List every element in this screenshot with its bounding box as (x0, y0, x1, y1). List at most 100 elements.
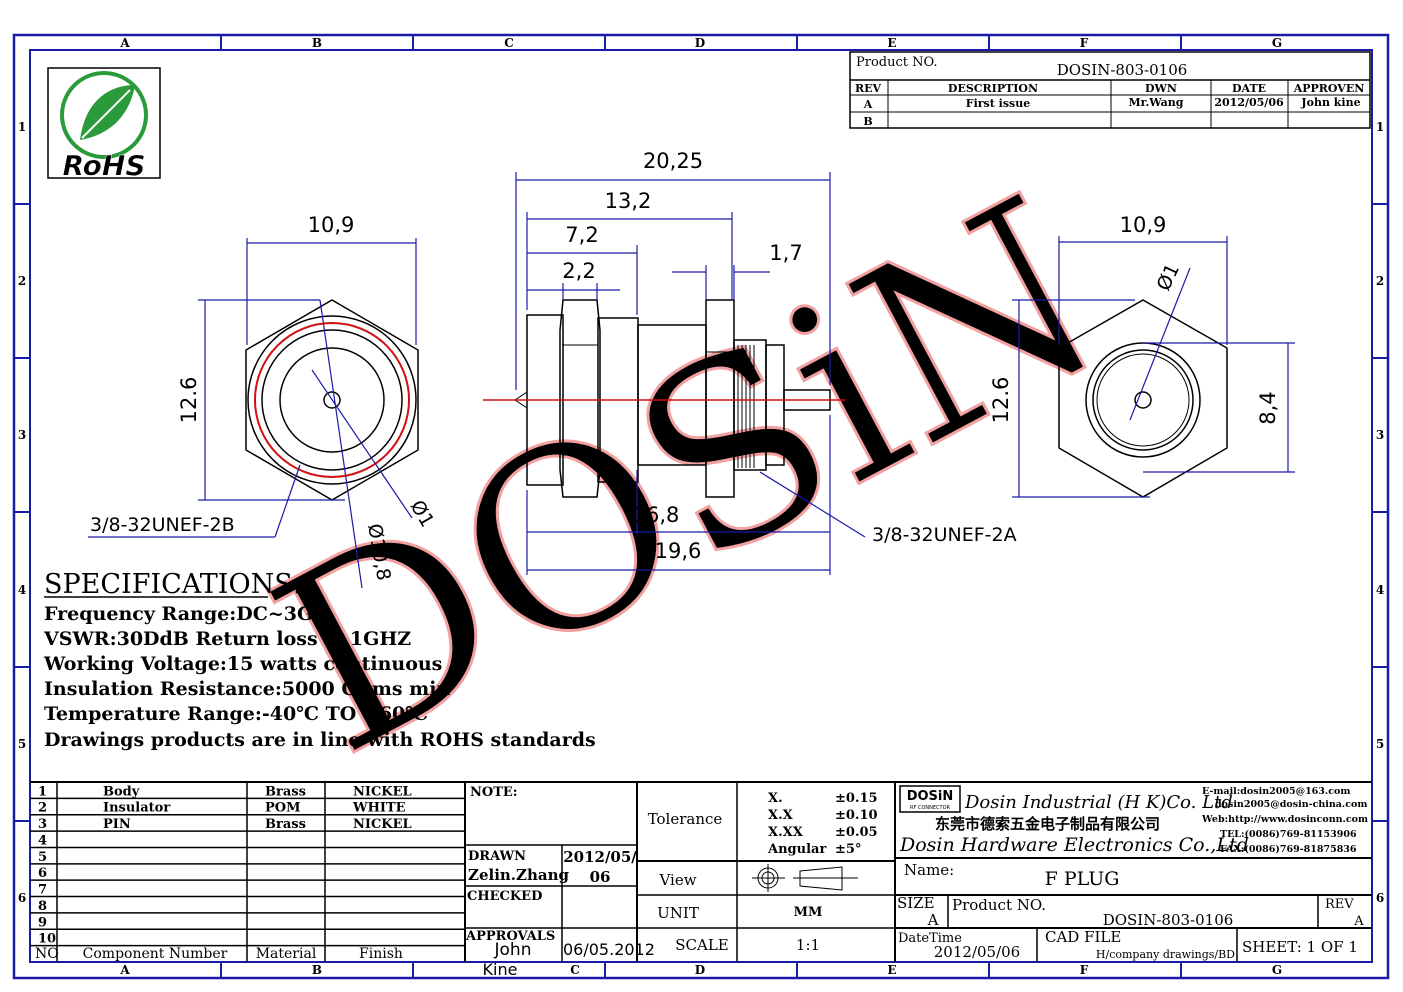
row-number: 2 (38, 801, 47, 816)
company-tel: TEL:(0086)769-81153906 (1220, 829, 1357, 840)
col-label: G (1272, 963, 1282, 977)
dim-side-16-8: 16,8 (633, 503, 680, 527)
row-number: 8 (38, 899, 47, 914)
component-name: Body (103, 784, 140, 799)
dosin-badge-text: DOSiN (907, 789, 954, 804)
dim-side-13: 13,2 (605, 189, 652, 213)
dim-side-7: 7,2 (565, 223, 598, 247)
note-label: NOTE: (470, 785, 518, 800)
scale-label: SCALE (675, 936, 729, 954)
product-no-label: Product NO. (856, 55, 938, 70)
unit-label: UNIT (657, 904, 699, 922)
drawing-frame: A B C D E F G A B C D E F G 1 2 3 4 5 6 … (12, 33, 1390, 980)
part-name: F PLUG (1045, 868, 1120, 890)
drawn-date: 06 (590, 868, 611, 886)
material: Brass (265, 784, 306, 799)
tolerance-type: X. (768, 791, 783, 806)
row-label: 6 (1376, 891, 1384, 905)
unit-value: MM (794, 905, 823, 920)
col-label: G (1272, 36, 1282, 50)
approved-date: 06/05.2012 (563, 940, 655, 959)
size-label: SIZE (897, 894, 935, 912)
rev-label: REV (1325, 897, 1354, 912)
sheet-info: SHEET: 1 OF 1 (1242, 938, 1358, 956)
front-thread-label: 3/8-32UNEF-2B (90, 514, 235, 536)
col-label: E (887, 963, 896, 977)
rev-cell: A (863, 98, 873, 111)
spec-block: Tolerance View UNIT SCALE MM 1:1 X. ±0.1… (637, 782, 896, 962)
col-label: F (1080, 36, 1089, 50)
dwn-header: DWN (1145, 82, 1177, 95)
tolerance-type: X.XX (768, 825, 804, 840)
col-label: E (887, 36, 896, 50)
side-view: 20,25 13,2 7,2 2,2 1,7 16,8 19,6 3/8-32U… (483, 149, 1017, 575)
row-label: 3 (18, 428, 26, 442)
parts-table-header: NO (35, 946, 59, 962)
dim-back-height: 12.6 (989, 377, 1013, 424)
scale-value: 1:1 (796, 936, 820, 954)
tolerance-type: X.X (768, 808, 794, 823)
date-header: DATE (1232, 82, 1266, 95)
dim-back-inner: 8,4 (1256, 391, 1280, 424)
row-number: 4 (38, 833, 47, 848)
dim-side-1-7: 1,7 (769, 241, 802, 265)
material: Brass (265, 817, 306, 832)
description-cell: First issue (966, 97, 1030, 110)
dim-back-width: 10,9 (1120, 213, 1167, 237)
revision-block: Product NO. DOSIN-803-0106 REV DESCRIPTI… (849, 51, 1371, 129)
company-name-cn: 东莞市德索五金电子制品有限公司 (935, 815, 1160, 833)
spec-line: Temperature Range:-40℃ TO +60℃ (44, 703, 428, 725)
dosin-badge (899, 785, 961, 813)
approvals-label: APPROVALS (465, 929, 555, 944)
col-label: C (504, 36, 514, 50)
col-label: D (695, 36, 705, 50)
product-no: DOSIN-803-0106 (1057, 61, 1188, 79)
col-label: B (312, 963, 322, 977)
row-label: 5 (1376, 737, 1384, 751)
component-name: Insulator (103, 801, 170, 816)
approven-header: APPROVEN (1293, 82, 1365, 95)
tolerance-label: Tolerance (648, 810, 723, 828)
company-fax: FAX:(0086)769-81875836 (1220, 844, 1357, 855)
spec-line: VSWR:30DdB Return loss @ 1GHZ (43, 628, 411, 650)
dosin-badge-sub: RF CONNECTOR (910, 805, 950, 811)
cad-file-label: CAD FILE (1045, 928, 1121, 946)
company-name-hardware: Dosin Hardware Electronics Co.,Ltd (899, 834, 1249, 856)
rohs-logo: RoHS (47, 67, 161, 182)
dim-side-total: 20,25 (643, 149, 703, 173)
rev-value: A (1353, 914, 1364, 929)
drawn-date: 2012/05/ (563, 848, 637, 866)
dim-side-2: 2,2 (562, 259, 595, 283)
finish: NICKEL (353, 817, 412, 832)
projection-view-icon (752, 864, 858, 892)
tolerance-value: ±0.05 (835, 825, 878, 840)
notes-block: NOTE: DRAWN Zelin.Zhang 2012/05/ 06 CHEC… (465, 782, 655, 979)
component-name: PIN (103, 817, 131, 832)
rohs-text: RoHS (62, 149, 145, 182)
description-header: DESCRIPTION (948, 82, 1038, 95)
cad-file-path: H/company drawings/BD (1096, 948, 1235, 961)
material: POM (265, 801, 301, 816)
specifications: SPECIFICATIONS: Frequency Range:DC~3G VS… (43, 569, 596, 751)
rev-header: REV (855, 82, 882, 95)
company-web: Web:http://www.dosinconn.com (1201, 814, 1368, 825)
name-label: Name: (904, 861, 954, 879)
finish: WHITE (352, 801, 406, 816)
company-email: dosin2005@dosin-china.com (1215, 799, 1367, 810)
side-thread-label: 3/8-32UNEF-2A (872, 524, 1017, 546)
approved-by: John (494, 940, 532, 960)
row-number: 7 (38, 883, 47, 898)
row-number: 1 (38, 784, 47, 799)
row-label: 6 (18, 891, 26, 905)
parts-table-header: Material (256, 946, 317, 962)
product-no-label: Product NO. (952, 896, 1046, 914)
spec-line: Insulation Resistance:5000 Ohms min (44, 678, 450, 700)
row-label: 4 (1376, 583, 1384, 597)
row-label: 1 (18, 120, 26, 134)
dwn-cell: Mr.Wang (1128, 96, 1183, 109)
drawn-label: DRAWN (468, 849, 526, 864)
approved-by: Kine (483, 960, 518, 979)
company-email: E-mail:dosin2005@163.com (1202, 786, 1350, 797)
tolerance-type: Angular (767, 842, 826, 857)
